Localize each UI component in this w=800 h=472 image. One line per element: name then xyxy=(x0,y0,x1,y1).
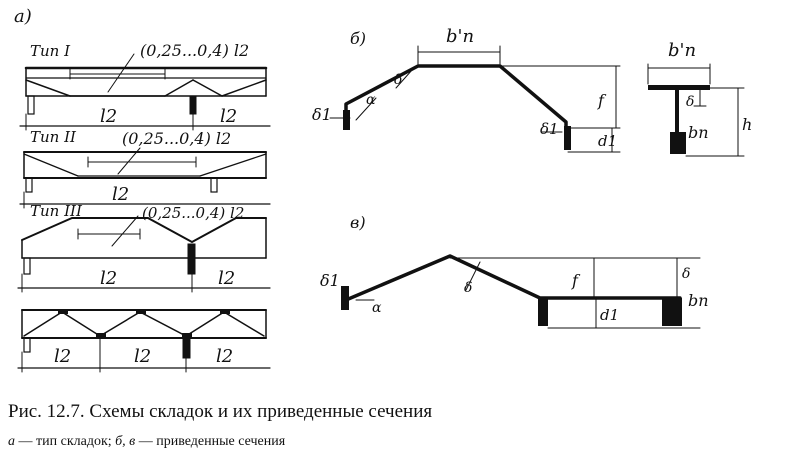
type3-span-label: (0,25...0,4) l2 xyxy=(142,204,244,222)
type3-l2-left: l2 xyxy=(100,268,117,289)
multi-span-fold-scheme xyxy=(17,309,271,373)
b-f: f xyxy=(597,91,607,110)
b-bn: bn xyxy=(688,123,709,142)
reduced-section-b xyxy=(329,45,745,157)
caption-text-bv: — приведенные сечения xyxy=(135,434,286,449)
v-delta-right: δ xyxy=(682,266,690,282)
b-alpha: α xyxy=(366,92,376,108)
b-delta-tee: δ xyxy=(686,94,694,110)
type2-span-label: (0,25...0,4) l2 xyxy=(122,129,231,148)
scheme4-l2-1: l2 xyxy=(54,346,71,367)
type1-fold-scheme xyxy=(19,53,271,131)
b-bn-prime-tee: b'n xyxy=(668,40,696,61)
type2-l2: l2 xyxy=(112,184,129,205)
reduced-section-v xyxy=(341,254,701,329)
type1-span-label: (0,25...0,4) l2 xyxy=(140,41,249,60)
folds-diagram: а) б) в) Тип I (0,25...0,4) l2 l2 l2 Тип… xyxy=(14,6,752,373)
v-f: f xyxy=(571,271,581,290)
scheme4-l2-2: l2 xyxy=(134,346,151,367)
type2-name: Тип II xyxy=(30,128,77,146)
v-delta-web: δ xyxy=(464,280,472,296)
caption-text-a: — тип складок; xyxy=(15,434,116,449)
type2-fold-scheme xyxy=(19,147,271,209)
panel-label-b: б) xyxy=(350,29,366,48)
v-d1: d1 xyxy=(600,306,619,324)
type1-name: Тип I xyxy=(30,42,71,60)
v-alpha: α xyxy=(372,300,382,316)
b-delta1-right: δ1 xyxy=(540,120,559,138)
caption-key-bv: б, в xyxy=(115,434,136,449)
v-bn: bn xyxy=(688,291,709,310)
figure-caption-legend: а — тип складок; б, в — приведенные сече… xyxy=(8,434,285,450)
b-delta1-left: δ1 xyxy=(312,105,332,124)
caption-key-a: а xyxy=(8,434,15,449)
scheme4-l2-3: l2 xyxy=(216,346,233,367)
panel-label-a: а) xyxy=(14,6,32,27)
panel-label-v: в) xyxy=(350,213,366,232)
figure-caption: Рис. 12.7. Схемы складок и их приведенны… xyxy=(8,401,433,422)
type1-l2-left: l2 xyxy=(100,106,117,127)
type3-fold-scheme xyxy=(17,215,271,293)
v-delta1: δ1 xyxy=(320,271,340,290)
type3-l2-right: l2 xyxy=(218,268,235,289)
b-d1: d1 xyxy=(598,132,617,150)
type3-name: Тип III xyxy=(30,202,83,220)
b-bn-prime-top: b'n xyxy=(446,26,474,47)
b-delta: δ xyxy=(394,72,402,88)
type1-l2-right: l2 xyxy=(220,106,237,127)
b-h: h xyxy=(742,115,752,134)
